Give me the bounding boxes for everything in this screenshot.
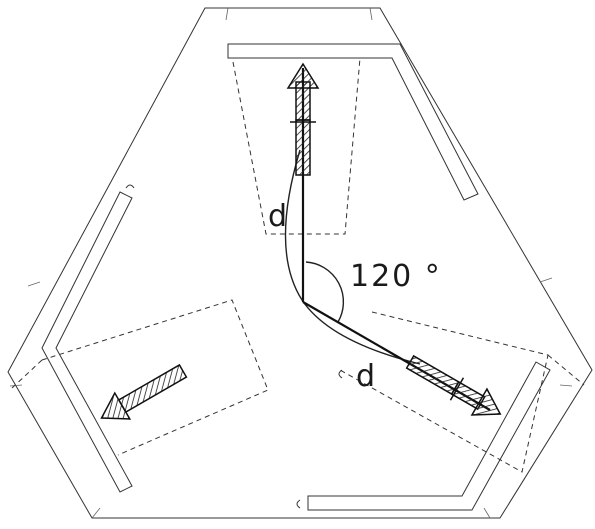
- sector-dashes: [11, 57, 585, 473]
- distance-curve-up: [284, 149, 303, 301]
- rails: [41, 43, 551, 511]
- arrow-right: [405, 354, 502, 416]
- hexagon-outline: [7, 7, 593, 519]
- actuator-up: [295, 119, 311, 176]
- angle-label: 120 °: [350, 259, 442, 294]
- rail-bottom-right: [307, 361, 551, 511]
- rail-top-right: [227, 43, 479, 201]
- distance-label-right: d: [356, 359, 375, 394]
- distance-label-left: d: [268, 199, 287, 234]
- arrow-up: [286, 62, 320, 176]
- edge-ticks: [9, 7, 573, 519]
- arrow-left: [100, 363, 188, 420]
- distance-curve-right: [301, 299, 421, 365]
- axes: [301, 68, 491, 411]
- angle-arc: [305, 261, 345, 323]
- actuator-right: [405, 354, 460, 396]
- rail-left: [41, 191, 133, 493]
